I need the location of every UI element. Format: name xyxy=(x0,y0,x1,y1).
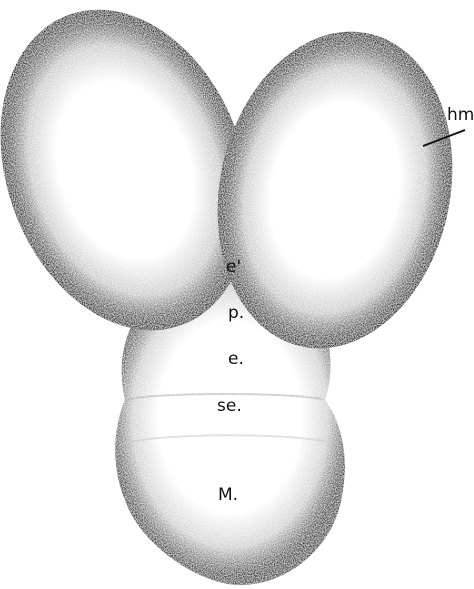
label-se: se. xyxy=(217,396,242,416)
label-e-prime: e' xyxy=(226,257,241,277)
label-e: e. xyxy=(228,349,244,369)
label-p: p. xyxy=(228,303,244,323)
label-m: M. xyxy=(218,485,238,505)
label-hm: hm xyxy=(447,105,474,125)
